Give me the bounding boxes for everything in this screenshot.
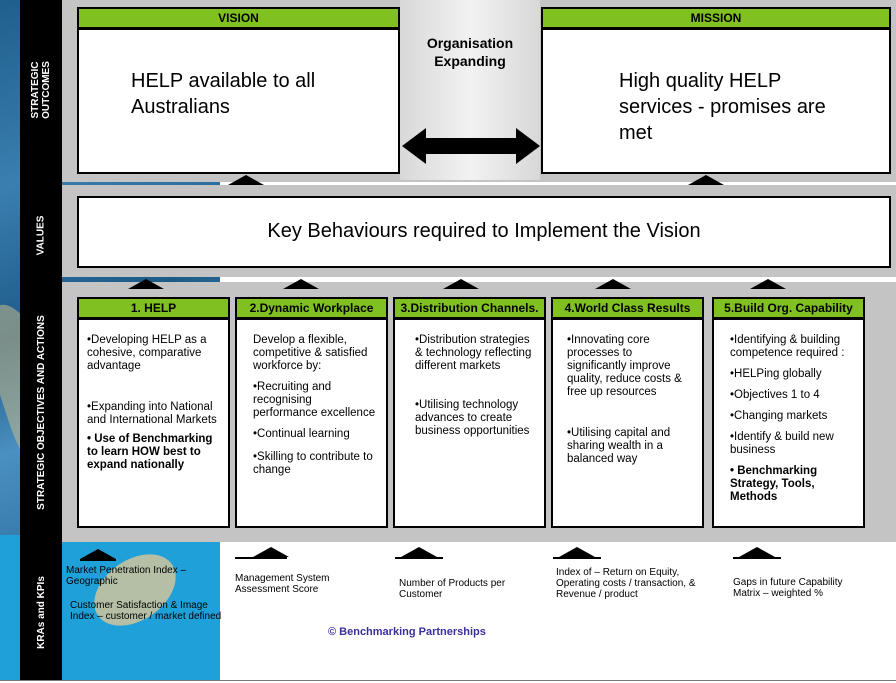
objective-2-body: Develop a flexible, competitive & satisf… <box>253 334 378 477</box>
objective-2-item: •Skilling to contribute to change <box>253 451 373 476</box>
objective-1-header: 1. HELP <box>77 297 230 319</box>
kpi-customer-satisfaction: Customer Satisfaction & Image Index – cu… <box>70 600 222 622</box>
objective-1-body: •Developing HELP as a cohesive, comparat… <box>87 334 220 472</box>
up-arrow-icon <box>559 547 595 557</box>
objective-4-body: •Innovating core processes to significan… <box>567 334 694 466</box>
objective-4-box: •Innovating core processes to significan… <box>551 318 704 528</box>
copyright: © Benchmarking Partnerships <box>328 626 486 638</box>
values-box: Key Behaviours required to Implement the… <box>77 196 891 268</box>
bottom-rule <box>0 680 896 681</box>
left-sidebar <box>20 0 62 680</box>
up-arrow-icon <box>688 175 724 185</box>
vision-text: HELP available to all Australians <box>131 70 316 118</box>
objective-2-header: 2.Dynamic Workplace <box>235 297 388 319</box>
up-arrow-icon <box>128 279 164 289</box>
objective-1-box: •Developing HELP as a cohesive, comparat… <box>77 318 230 528</box>
up-arrow-icon <box>253 547 289 557</box>
kpi-market-penetration: Market Penetration Index – Geographic <box>66 565 187 587</box>
mission-box: High quality HELP services - promises ar… <box>541 28 891 174</box>
kpi-management-system: Management System Assessment Score <box>235 573 330 595</box>
up-arrow-icon <box>750 279 786 289</box>
up-arrow-icon <box>595 279 631 289</box>
objective-5-item: •HELPing globally <box>730 368 822 380</box>
vision-header: VISION <box>77 7 400 29</box>
up-arrow-icon <box>283 279 319 289</box>
arrow-bar <box>395 557 443 559</box>
objective-3-body: •Distribution strategies & technology re… <box>415 334 538 438</box>
mission-header: MISSION <box>541 7 891 29</box>
double-arrow-icon <box>402 128 540 164</box>
objective-2-box: Develop a flexible, competitive & satisf… <box>235 318 388 528</box>
arrow-bar <box>733 557 781 559</box>
label-strategic-outcomes: STRATEGIC OUTCOMES <box>30 61 53 119</box>
objective-2-item: •Recruiting and recognising performance … <box>253 381 376 419</box>
organisation-expanding: Organisation Expanding <box>426 35 514 69</box>
objective-4-item: •Utilising capital and sharing wealth in… <box>567 427 671 465</box>
objective-5-header: 5.Build Org. Capability <box>712 297 865 319</box>
up-arrow-icon <box>401 547 437 557</box>
objective-3-item: •Utilising technology advances to create… <box>415 399 530 437</box>
arrow-bar <box>553 557 601 559</box>
objective-5-item: •Changing markets <box>730 410 828 422</box>
objective-3-box: •Distribution strategies & technology re… <box>393 318 546 528</box>
up-arrow-icon <box>80 549 116 559</box>
kpi-products-per-customer: Number of Products per Customer <box>399 578 506 600</box>
up-arrow-icon <box>443 279 479 289</box>
objective-2-item: Develop a flexible, competitive & satisf… <box>253 334 368 372</box>
kpi-return-on-equity: Index of – Return on Equity, Operating c… <box>556 567 696 600</box>
objective-4-item: •Innovating core processes to significan… <box>567 334 682 398</box>
mission-text: High quality HELP services - promises ar… <box>619 70 826 144</box>
label-kras: KRAs and KPIs <box>35 576 47 649</box>
objective-3-header: 3.Distribution Channels. <box>393 297 546 319</box>
arrow-bar <box>80 559 116 561</box>
objective-1-item: •Expanding into National and Internation… <box>87 401 217 426</box>
values-text: Key Behaviours required to Implement the… <box>267 220 701 242</box>
up-arrow-icon <box>739 547 775 557</box>
objective-1-bold-item: • Use of Benchmarking to learn HOW best … <box>87 433 213 471</box>
objective-5-item: •Identify & build new business <box>730 431 834 456</box>
objective-4-header: 4.World Class Results <box>551 297 704 319</box>
label-values: VALUES <box>35 215 47 255</box>
objective-5-body: •Identifying & building competence requi… <box>730 334 857 504</box>
arrow-bar <box>235 557 287 559</box>
kpi-capability-gaps: Gaps in future Capability Matrix – weigh… <box>733 577 843 599</box>
objective-2-item: •Continual learning <box>253 428 350 440</box>
objective-1-item: •Developing HELP as a cohesive, comparat… <box>87 334 207 372</box>
objective-5-item: •Identifying & building competence requi… <box>730 334 845 359</box>
objective-3-item: •Distribution strategies & technology re… <box>415 334 532 372</box>
objective-5-box: •Identifying & building competence requi… <box>712 318 865 528</box>
objective-5-item: •Objectives 1 to 4 <box>730 389 820 401</box>
up-arrow-icon <box>228 175 264 185</box>
objective-5-bold-item: • Benchmarking Strategy, Tools, Methods <box>730 465 818 503</box>
label-strategic-objectives: STRATEGIC OBJECTIVES AND ACTIONS <box>35 315 47 510</box>
vision-box: HELP available to all Australians <box>77 28 400 174</box>
